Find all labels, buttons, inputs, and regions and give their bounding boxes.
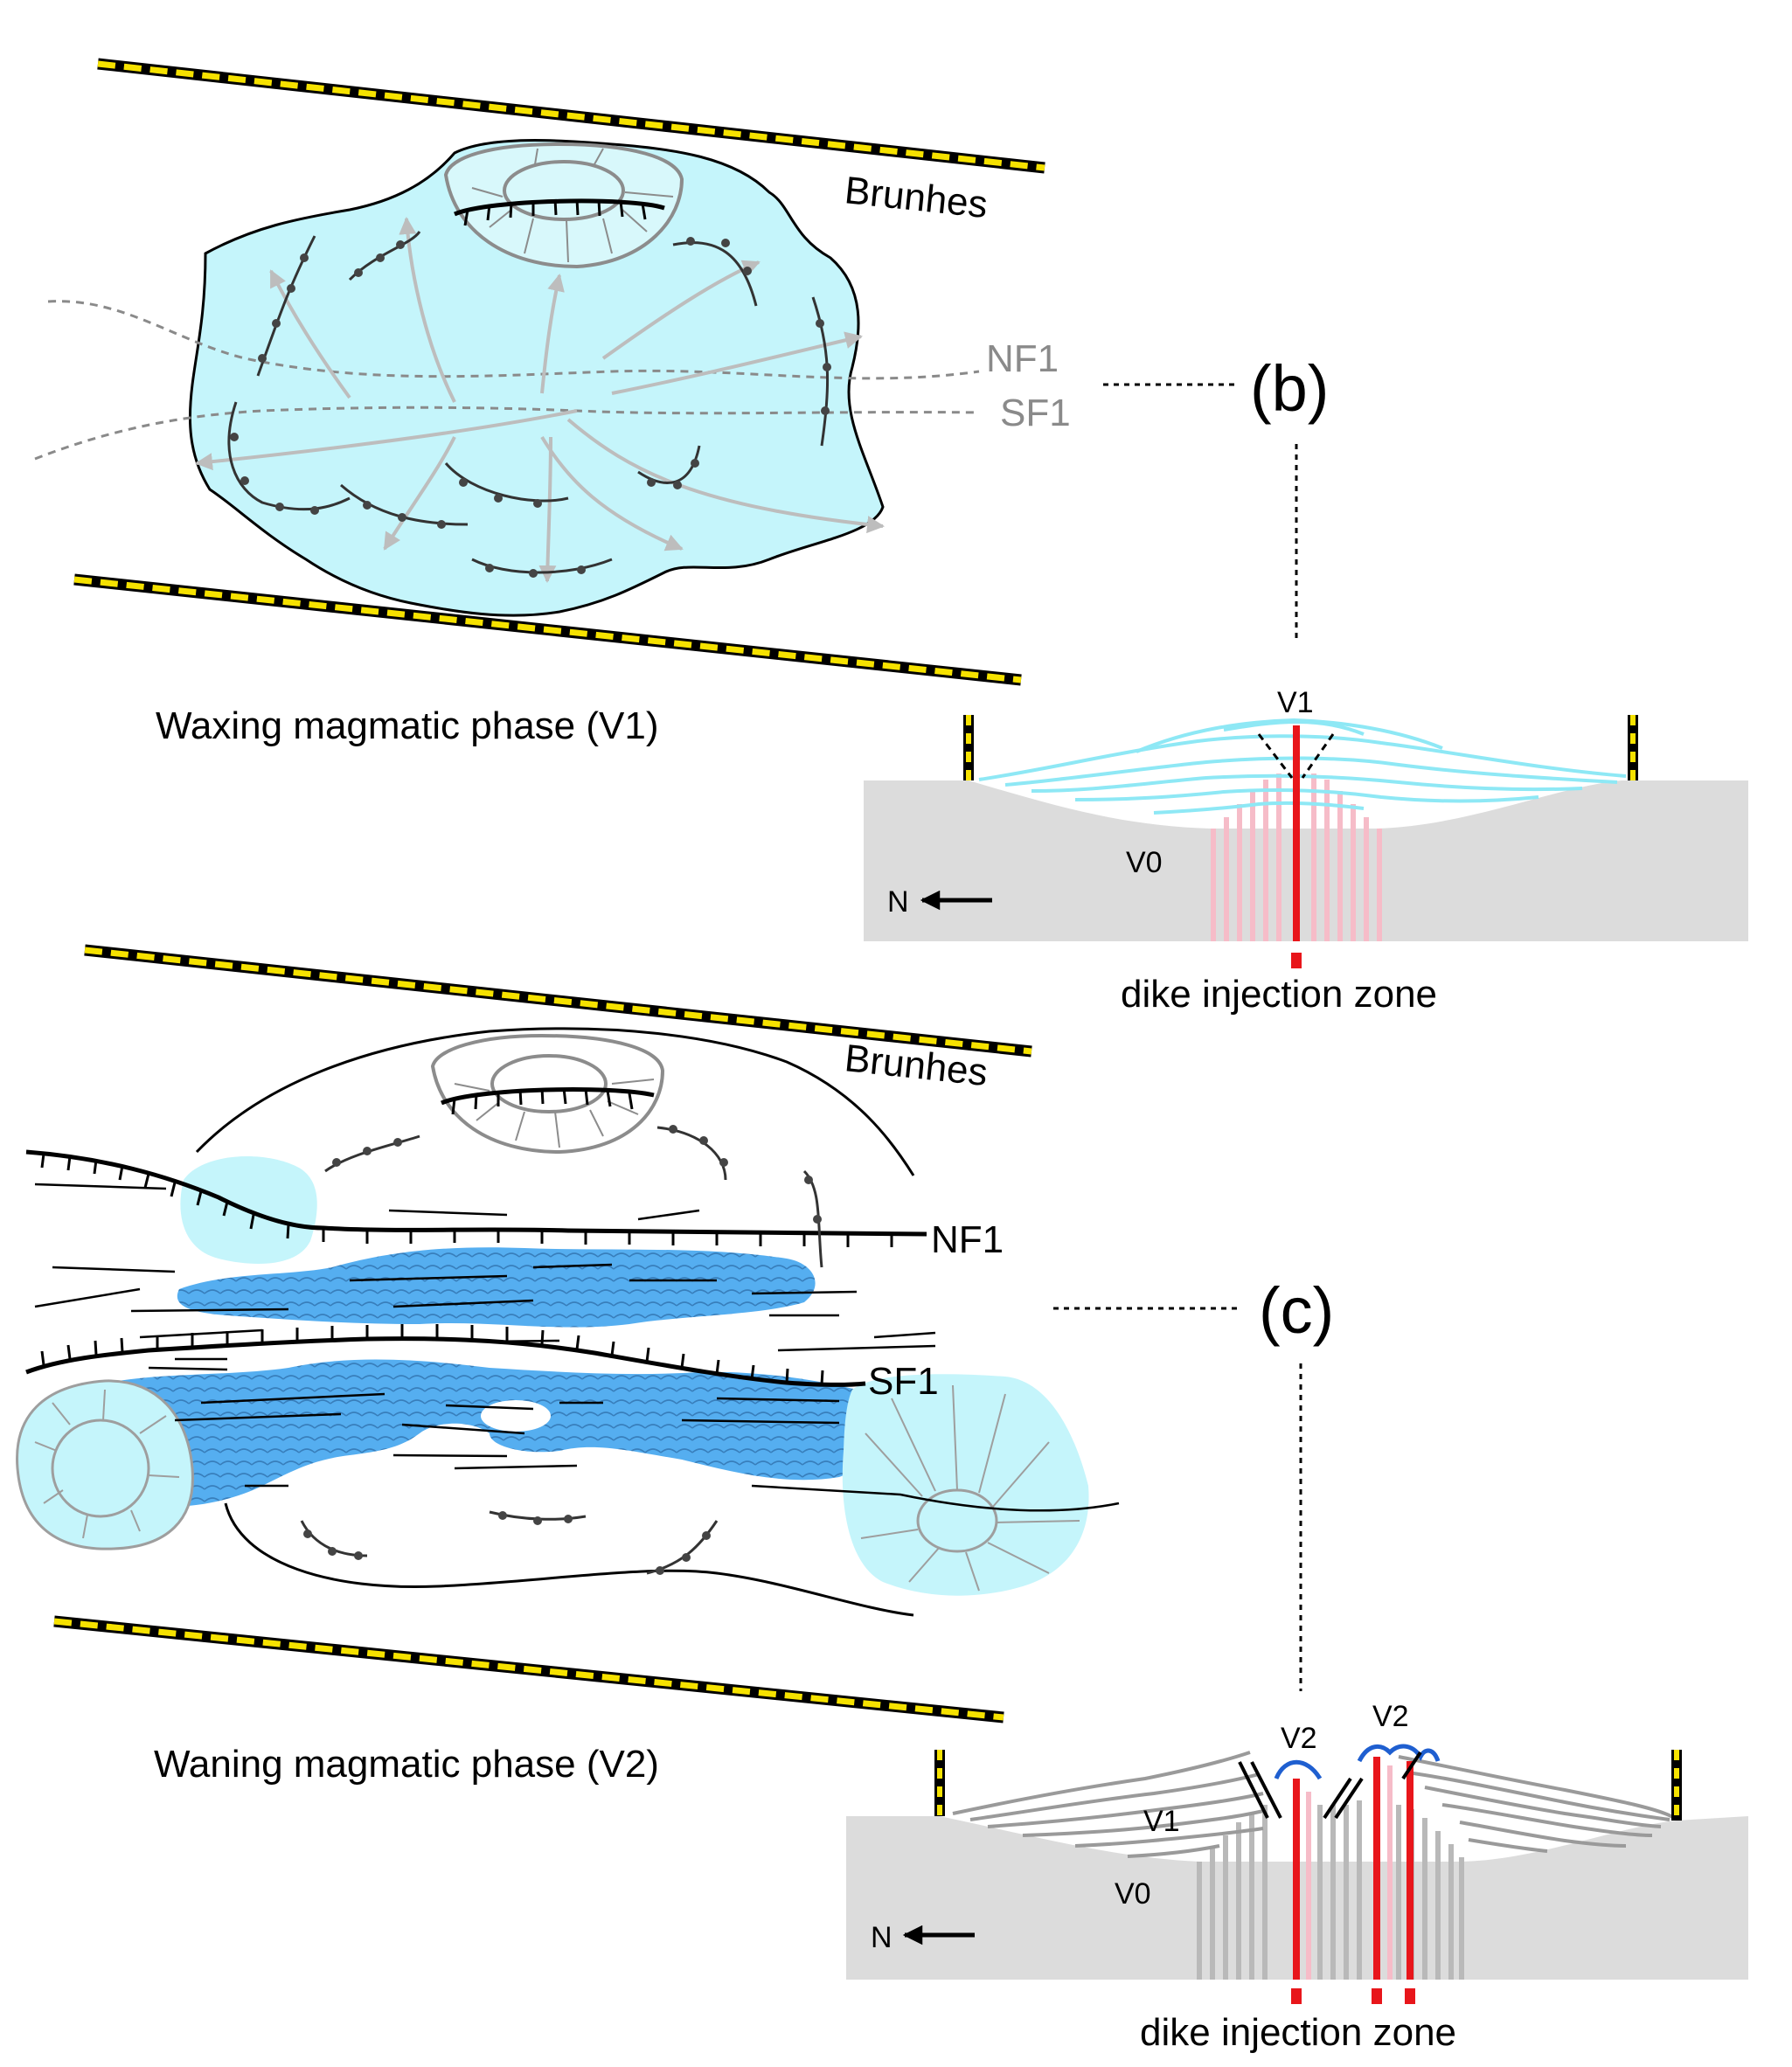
north-arrow-icon: N	[887, 885, 992, 919]
svg-text:N: N	[887, 885, 909, 919]
flow-front-dots-bottom	[303, 1125, 822, 1575]
fault-scarp-icon	[40, 1153, 893, 1247]
graben-faults-c	[1238, 1751, 1422, 1820]
v2-flow-upper-ticks	[177, 1247, 816, 1328]
panel-letter-c: (c)	[1259, 1274, 1334, 1347]
v1-label-c: V1	[1143, 1805, 1180, 1838]
red-active-dikes-c	[1293, 1757, 1413, 1980]
v0-label-b: V0	[1126, 846, 1163, 879]
seamount-icon-left	[16, 1379, 194, 1550]
cross-section-c: V2 V2 V1 V0 N dike injection zone	[846, 1700, 1748, 2054]
seamount-icon-right	[842, 1374, 1089, 1596]
top-map-panel: Brunhes NF1 SF1 Waxing magmatic phase (V…	[34, 58, 1329, 747]
dike-markers-c	[1291, 1988, 1415, 2004]
dike-caption-c: dike injection zone	[1140, 2011, 1456, 2054]
dike-marker-b	[1291, 953, 1302, 968]
v2-label-left: V2	[1281, 1722, 1317, 1755]
sf1-label-top: SF1	[1000, 392, 1071, 434]
boundary-posts-c	[934, 1750, 1682, 1821]
brunhes-boundary-bottom	[53, 944, 1032, 1724]
nf1-label-top: NF1	[986, 337, 1059, 380]
cross-section-b: V1 V0 N dike injection zone	[864, 686, 1748, 1016]
dike-caption-b: dike injection zone	[1121, 973, 1437, 1016]
sf1-label-bottom: SF1	[868, 1360, 939, 1403]
brunhes-label-top: Brunhes	[843, 169, 990, 226]
gray-dike-swarm-c	[1197, 1800, 1464, 1980]
v2-flow-lower-ticks	[94, 1359, 866, 1507]
v2-label-right: V2	[1372, 1700, 1409, 1733]
v2-flows-c	[1274, 1744, 1441, 1780]
phase-title-waxing: Waxing magmatic phase (V1)	[156, 704, 658, 747]
bottom-map-panel: Brunhes NF1 SF1 Waning magmatic phase (V…	[16, 944, 1334, 1786]
seamount-icon-top	[430, 1033, 665, 1155]
kipuka-hole	[481, 1400, 551, 1432]
v1-lava-layers-b	[978, 718, 1627, 815]
v1-label-b: V1	[1277, 686, 1314, 719]
pink-dikes-c	[1306, 1765, 1393, 1980]
v1-outline-lower	[224, 1502, 914, 1617]
fissure-outline-b	[1257, 733, 1335, 779]
svg-text:N: N	[871, 1921, 893, 1954]
north-arrow-icon-c: N	[871, 1921, 975, 1954]
boundary-posts-b	[963, 715, 1638, 780]
phase-title-waning: Waning magmatic phase (V2)	[154, 1743, 659, 1786]
nf1-dashed-trace	[47, 300, 980, 380]
v0-label-c: V0	[1115, 1877, 1151, 1911]
brunhes-boundary-top	[73, 58, 1045, 686]
seamount-icon	[443, 142, 684, 269]
v1-gray-layers-c	[952, 1751, 1676, 1858]
panel-letter-b: (b)	[1250, 352, 1329, 425]
minor-fault-lines	[34, 1183, 1120, 1512]
sf1-fault-scarp	[25, 1336, 866, 1387]
nf1-fault-scarp	[25, 1149, 927, 1237]
crust-section-b	[864, 780, 1748, 941]
v1-outline-upper	[195, 1027, 915, 1176]
flow-front-dots	[230, 237, 831, 578]
nf1-label-bottom: NF1	[931, 1218, 1004, 1261]
pink-dike-swarm-b	[1211, 773, 1382, 941]
